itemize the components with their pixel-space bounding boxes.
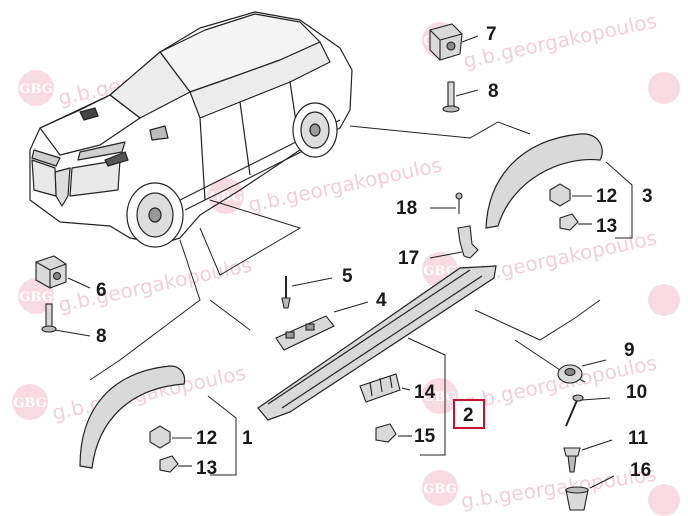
part-9-grommet — [557, 359, 607, 384]
part-17-bracket — [429, 225, 479, 259]
svg-text:GBG: GBG — [13, 396, 46, 411]
callout-6: 6 — [96, 280, 107, 301]
part-12-clip-upper — [549, 183, 592, 207]
callout-3: 3 — [642, 186, 653, 207]
part-2-side-sill — [257, 265, 497, 421]
callout-8-lower: 8 — [96, 326, 107, 347]
callout-7: 7 — [486, 24, 497, 45]
svg-text:GBG: GBG — [423, 264, 456, 279]
watermark-logo — [648, 484, 680, 516]
callout-13-lower: 13 — [196, 458, 217, 479]
svg-text:GBG: GBG — [19, 82, 52, 97]
part-12-clip-lower — [149, 425, 192, 449]
car-illustration — [29, 11, 353, 248]
watermark-logo: GBG — [422, 470, 458, 506]
part-8-screw-upper — [442, 81, 479, 113]
svg-text:GBG: GBG — [19, 290, 52, 305]
watermark-logo — [648, 284, 680, 316]
callout-10: 10 — [626, 382, 647, 403]
watermark-logo: GBG — [12, 384, 48, 420]
part-4-clip-strip — [275, 301, 369, 351]
part-18-pin — [430, 192, 463, 214]
part-5-pin — [281, 276, 333, 309]
guide-lines — [89, 121, 633, 476]
callout-2: 2 — [463, 405, 474, 426]
callout-12-lower: 12 — [196, 428, 217, 449]
callout-14: 14 — [414, 382, 436, 403]
part-8-screw-lower — [41, 303, 91, 337]
watermark-logo — [648, 72, 680, 104]
watermark-text: g.b.georgakopoulos — [459, 462, 658, 513]
svg-text:GBG: GBG — [209, 190, 242, 205]
callout-11: 11 — [628, 428, 649, 449]
part-13-clip-upper — [559, 213, 592, 231]
watermark-logo: GBG — [18, 70, 54, 106]
callout-17: 17 — [398, 248, 419, 269]
callout-9: 9 — [624, 340, 635, 361]
callout-13-upper: 13 — [596, 216, 617, 237]
part-3-rear-arch — [485, 133, 603, 229]
callout-2-highlight-box — [453, 399, 485, 429]
watermark-text: g.b.georgakopoulos — [56, 252, 254, 316]
callout-labels: 7 8 12 3 13 18 17 5 6 4 8 9 14 10 12 1 1… — [96, 24, 653, 481]
callout-8-upper: 8 — [488, 81, 499, 102]
watermark-layer: GBG g.b.georgakopoulos GBG g.b.georgakop… — [12, 8, 680, 516]
part-14-clip — [359, 373, 411, 403]
watermark-logo: GBG — [18, 278, 54, 314]
part-7-clip — [429, 23, 479, 61]
part-16-cap — [565, 475, 615, 511]
callout-5: 5 — [342, 266, 353, 287]
part-13-clip-lower — [159, 455, 192, 473]
part-15-clip — [375, 423, 412, 443]
callout-4: 4 — [376, 290, 387, 311]
part-6-clip — [35, 255, 91, 289]
callout-1: 1 — [242, 428, 253, 449]
callout-16: 16 — [630, 460, 651, 481]
svg-text:GBG: GBG — [423, 482, 456, 497]
callout-18: 18 — [396, 198, 417, 219]
callout-12-upper: 12 — [596, 186, 617, 207]
part-10-screw — [565, 394, 611, 427]
callout-15: 15 — [414, 426, 436, 447]
watermark-logo: GBG — [422, 378, 458, 414]
part-11-push-clip — [563, 439, 613, 473]
part-1-front-arch — [79, 365, 186, 469]
svg-text:GBG: GBG — [423, 390, 456, 405]
